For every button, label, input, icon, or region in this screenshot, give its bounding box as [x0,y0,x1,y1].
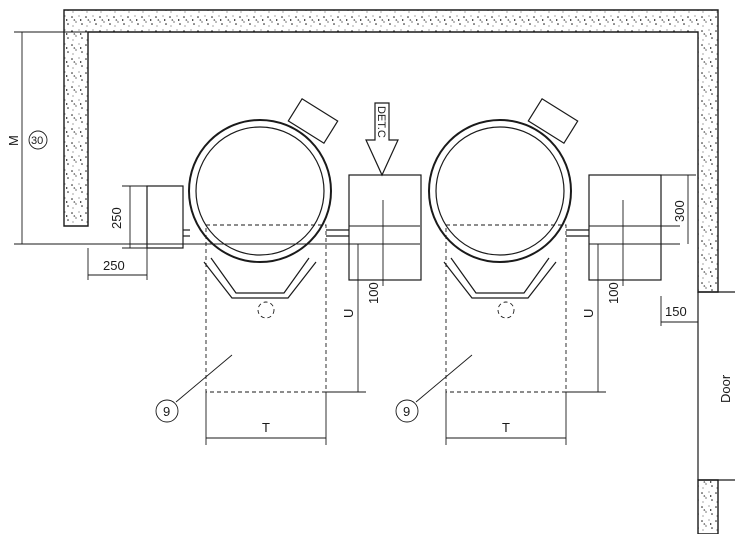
motor-box-left-1 [146,185,184,249]
dim-250-horizontal: 250 [103,258,125,273]
detail-arrow [365,102,399,177]
detail-box-left [348,174,422,281]
ref-30-circle [28,130,48,150]
door-opening [697,291,735,481]
dim-100-right: 100 [606,282,621,304]
detail-label: DET.C [375,106,387,138]
dim-250-vertical: 250 [109,207,124,229]
dim-u-left: U [341,309,356,318]
unit-left [146,98,422,393]
ref-9-left: 9 [163,404,170,419]
wall-structure [63,9,719,534]
footprint-right [445,224,567,393]
dim-t-right: T [502,420,510,435]
nozzle-left [287,98,339,144]
dim-300: 300 [672,200,687,222]
ref-9-right-circle [395,399,419,423]
detail-box-right [588,174,662,281]
door-label: Door [718,374,733,403]
dim-t-left: T [262,420,270,435]
nozzle-right [527,98,579,144]
dim-u-right: U [581,309,596,318]
dim-m: M [6,135,21,146]
tank-right [428,119,572,263]
tank-left [188,119,332,263]
dim-100-left: 100 [366,282,381,304]
unit-right [428,98,662,393]
ref-9-left-circle [155,399,179,423]
ref-9-right: 9 [403,404,410,419]
dimension-lines [14,31,698,445]
footprint-left [205,224,327,393]
ref-30: 30 [31,135,43,147]
dim-150: 150 [665,304,687,319]
